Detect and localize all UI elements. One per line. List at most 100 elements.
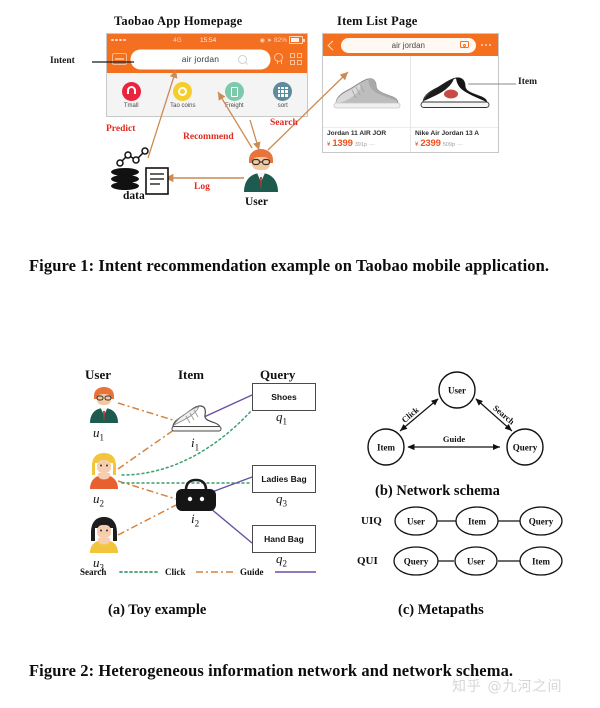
app-shortcut-label: Freight (225, 103, 244, 109)
location-pin-icon[interactable] (274, 52, 285, 66)
user-avatar-u3-icon (90, 517, 118, 553)
column-header-user: User (85, 367, 111, 382)
item-sold-count: 391p (354, 142, 368, 148)
search-input[interactable]: air jordan (341, 37, 476, 53)
schema-node-user (438, 371, 476, 409)
phone1-title: Taobao App Homepage (114, 14, 243, 28)
metapaths-diagram: User Item Query Query User Item (393, 506, 563, 576)
schema-node-query (506, 428, 544, 466)
metapath-node-uiq-user (394, 506, 438, 536)
app-shortcut-sort[interactable]: sort (273, 82, 293, 109)
item-id-i1: i1 (191, 435, 200, 453)
data-node-icon (111, 147, 169, 195)
phone2-title: Item List Page (337, 14, 418, 28)
legend-swatches (119, 571, 316, 573)
metapath-label-uiq: UIQ (361, 515, 382, 527)
item-meta-dash: — (369, 142, 375, 148)
watermark: 知乎 @九河之间 (452, 679, 563, 695)
search-input[interactable]: air jordan (132, 50, 269, 68)
camera-icon[interactable] (459, 41, 469, 48)
query-id-q3: q3 (276, 491, 287, 509)
more-options-icon[interactable] (480, 43, 493, 47)
gps-arrow-icon: ➤ (266, 37, 272, 44)
metapath-node-label: Query (529, 517, 554, 527)
sneaker-grey-icon (333, 78, 400, 109)
query-id-q2: q2 (276, 551, 287, 569)
scan-icon[interactable] (112, 53, 127, 65)
annotation-intent: Intent (50, 56, 75, 66)
item-card[interactable]: Jordan 11 AIR JOR ¥ 1399 391p — (323, 56, 411, 152)
signal-dots-icon (111, 38, 126, 42)
item-sneaker-icon (171, 405, 222, 432)
grid-icon (273, 82, 293, 101)
figure-1-caption: Figure 1: Intent recommendation example … (29, 256, 550, 275)
currency-symbol: ¥ (415, 142, 419, 148)
figure2c-caption: (c) Metapaths (398, 602, 484, 618)
user-id-u3: u3 (93, 555, 104, 573)
item-card[interactable]: Nike Air Jordan 13 A ¥ 2399 509p — (411, 56, 498, 152)
item-list-topbar: air jordan (323, 34, 498, 56)
recommend-to-user-arrow (249, 119, 261, 151)
item-name: Jordan 11 AIR JOR (327, 130, 387, 137)
search-input-value: air jordan (391, 40, 425, 50)
search-row: air jordan (107, 46, 307, 72)
user-id-u2: u2 (93, 491, 104, 509)
edge-click-u2-i1 (117, 426, 179, 470)
app-shortcut-freight[interactable]: Freight (224, 82, 244, 109)
item-thumbnail (326, 59, 407, 127)
sneaker-black-white-icon (420, 77, 489, 108)
figure2a-caption: (a) Toy example (108, 602, 207, 618)
legend-label-guide: Guide (240, 567, 264, 577)
data-label: data (123, 190, 145, 202)
figure2b-caption: (b) Network schema (375, 483, 500, 499)
metapath-node-label: Query (404, 557, 429, 567)
item-thumbnail (414, 59, 495, 127)
annotation-log: Log (194, 182, 210, 192)
coin-icon (173, 82, 193, 101)
figure-2-caption: Figure 2: Heterogeneous information netw… (29, 661, 514, 680)
item-meta-dash: — (457, 142, 463, 148)
user-id-u1: u1 (93, 425, 104, 443)
app-shortcut-tmall[interactable]: Tmall (121, 82, 141, 109)
annotation-recommend: Recommend (183, 132, 234, 142)
annotation-search: Search (270, 118, 298, 128)
search-icon (238, 54, 247, 64)
metapath-label-qui: QUI (357, 555, 378, 567)
app-shortcut-tao-coins[interactable]: Tao coins (170, 82, 195, 109)
metapath-node-label: Item (532, 557, 550, 567)
annotation-item: Item (518, 77, 537, 87)
column-header-item: Item (178, 367, 204, 382)
grid-menu-icon[interactable] (290, 53, 302, 65)
annotation-predict: Predict (106, 124, 136, 134)
predict-arrow (147, 69, 178, 159)
query-box-hand-bag: Hand Bag (252, 525, 316, 553)
status-bar: 4G 15:54 ◉ ➤ 82% (107, 34, 307, 46)
status-right: ◉ ➤ 82% (259, 36, 305, 44)
freight-icon (224, 82, 244, 101)
tmall-icon (121, 82, 141, 101)
schema-edge-label-guide: Guide (443, 434, 465, 444)
column-header-query: Query (260, 367, 296, 382)
item-name: Nike Air Jordan 13 A (415, 130, 480, 137)
query-id-q1: q1 (276, 409, 287, 427)
edge-guide-i1-q1 (203, 394, 253, 418)
metapath-node-qui-query (393, 546, 439, 576)
item-price-row: ¥ 1399 391p — (326, 138, 407, 149)
schema-node-item (367, 428, 405, 466)
app-shortcut-label: Tmall (123, 103, 139, 109)
figure1-annotation-layer (92, 61, 516, 183)
item-list-page-mock: air jordan (322, 33, 499, 153)
search-input-value: air jordan (181, 54, 220, 64)
app-shortcut-row: Tmall Tao coins Freight sort (107, 72, 307, 116)
figure-1: Taobao App Homepage Item List Page 4G 15… (0, 0, 600, 240)
item-price-row: ¥ 2399 509p — (414, 138, 495, 149)
item-grid: Jordan 11 AIR JOR ¥ 1399 391p — (323, 56, 498, 152)
network-schema-diagram: User Item Query Click Search Guide (367, 371, 544, 466)
toy-example-edges (117, 394, 253, 544)
currency-symbol: ¥ (327, 142, 331, 148)
edge-search-u1-q1 (121, 409, 253, 476)
location-indicator-icon: ◉ (259, 37, 265, 44)
metapath-node-uiq-item (455, 506, 499, 536)
schema-edge-click (399, 398, 439, 432)
